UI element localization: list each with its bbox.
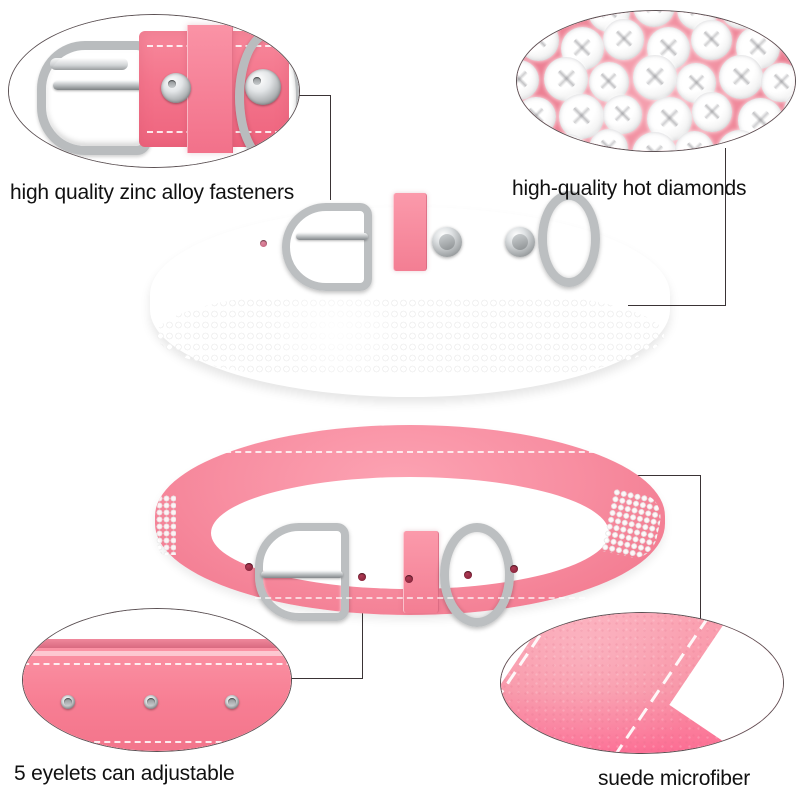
rhinestone-gem [717, 129, 763, 151]
suede-texture-image [501, 613, 783, 753]
buckle-prong-back [261, 571, 343, 578]
rhinestone-gem [692, 92, 732, 132]
d-ring-front [538, 191, 600, 287]
product-collar-front [150, 185, 670, 400]
keeper-loop-icon [187, 25, 233, 153]
connector-hot-diamonds-vertical [725, 148, 726, 306]
rhinestone-gem [517, 59, 540, 100]
callout-label-zinc-alloy-fasteners: high quality zinc alloy fasteners [10, 181, 295, 204]
eyelet-closeup-2 [144, 695, 158, 709]
rhinestone-gem [691, 19, 732, 61]
connector-five-eyelets-vertical [362, 574, 363, 679]
rhinestone-gem [759, 133, 795, 151]
rivet-stud-2 [505, 227, 535, 257]
rhinestone-rows [156, 289, 664, 381]
rhinestone-gem [720, 11, 764, 30]
strap-strip [23, 639, 291, 751]
callout-zinc-alloy-fasteners[interactable] [8, 14, 300, 168]
rhinestone-gem [783, 91, 795, 131]
eyelet-hole-4 [464, 571, 472, 579]
buckle-icon [37, 41, 151, 155]
keeper-loop-front [393, 193, 427, 271]
eyelet-hole-1 [245, 563, 253, 571]
rhinestone-gem [588, 128, 628, 151]
eyelet-hole-2 [358, 573, 366, 581]
rhinestone-gem [542, 11, 585, 26]
rhinestone-gem [603, 94, 643, 134]
connector-suede-horizontal [620, 475, 701, 476]
strap-top-edge [23, 639, 291, 648]
eyelet-hole-3 [405, 575, 413, 583]
rhinestone-gem [674, 131, 714, 151]
connector-zinc-alloy-vertical [330, 95, 331, 200]
rivet-stud-1 [432, 227, 462, 257]
strap-stitch-top [23, 663, 291, 665]
keeper-loop-back [403, 531, 439, 613]
rhinestone-gem [763, 11, 795, 28]
rhinestone-gem [588, 61, 629, 102]
callout-label-suede-microfiber: suede microfiber [598, 767, 751, 790]
rhinestone-gem [761, 62, 795, 103]
buckle-prong-front [296, 233, 368, 240]
rhinestone-gem [544, 134, 590, 151]
rhinestone-gem [632, 11, 676, 27]
callout-suede-microfiber[interactable] [500, 612, 784, 754]
rhinestone-gem [632, 55, 678, 100]
callout-label-hot-diamonds: high-quality hot diamonds [512, 177, 747, 200]
callout-hot-diamonds[interactable] [516, 10, 796, 152]
eyelet-strip-image [23, 609, 291, 751]
d-ring-back [440, 523, 514, 627]
rhinestone-grid [517, 11, 795, 151]
rhinestone-gem [544, 57, 589, 101]
rhinestone-gem [632, 132, 678, 151]
rhinestone-gem [517, 127, 540, 151]
eyelet-icon-1 [161, 73, 191, 103]
connector-hot-diamonds-horizontal [628, 305, 726, 306]
rhinestone-gem [518, 19, 560, 61]
rhinestone-gem [559, 94, 604, 139]
rhinestone-band [156, 289, 664, 381]
strap-gloss [23, 651, 291, 656]
buckle-frame-back [255, 523, 349, 621]
product-collar-back [155, 425, 666, 627]
callout-label-five-eyelets: 5 eyelets can adjustable [14, 762, 235, 785]
collar-back-stitch-strap [255, 597, 585, 599]
collar-back-stitch-top [215, 451, 605, 453]
eyelet-closeup-1 [61, 695, 75, 709]
buckle-closeup-image [9, 15, 299, 167]
strap-stitch-bottom [23, 741, 291, 743]
buckle-frame-front [282, 203, 372, 291]
rhinestone-edge-left [156, 495, 176, 555]
rhinestone-gem [719, 55, 764, 100]
eyelet-hole-front [260, 240, 267, 247]
rhinestone-gem [603, 19, 645, 60]
d-ring-icon [235, 29, 299, 165]
eyelet-hole-5 [510, 565, 518, 573]
eyelet-closeup-3 [225, 695, 239, 709]
connector-suede-vertical [700, 475, 701, 623]
callout-five-eyelets[interactable] [22, 608, 292, 752]
rhinestone-gem [781, 21, 795, 62]
connector-five-eyelets-horizontal [282, 678, 363, 679]
rhinestone-macro-image [517, 11, 795, 151]
